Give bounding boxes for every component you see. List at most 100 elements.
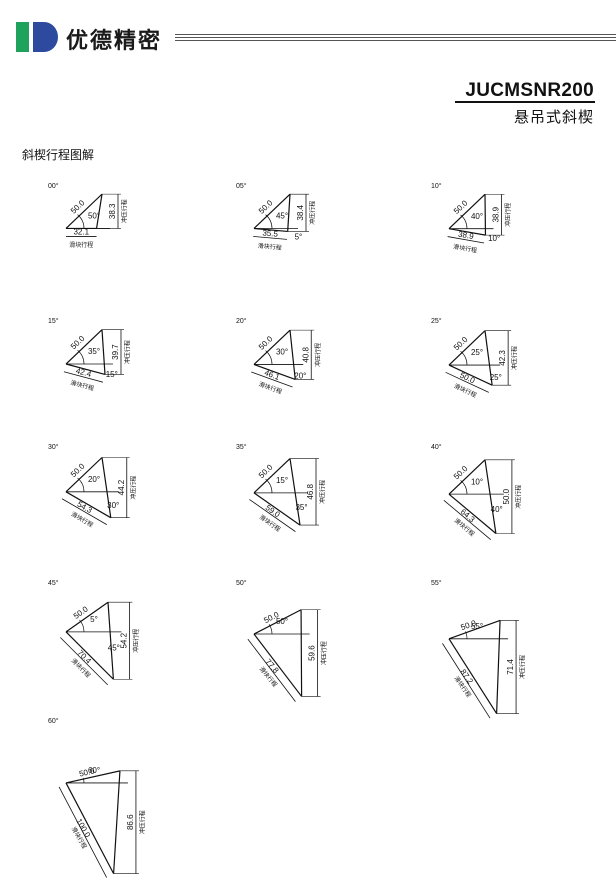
press-stroke-label: 冲压行程: [314, 343, 322, 367]
wedge-edge: [101, 329, 106, 375]
press-stroke-label: 冲压行程: [121, 199, 129, 223]
wedge-edge: [287, 194, 291, 232]
cam-angle-label: 45°: [276, 212, 288, 221]
wedge-edge: [253, 227, 288, 233]
incline-angle-label: 25°: [490, 373, 502, 382]
cam-angle-label: 30°: [276, 348, 288, 357]
press-stroke-label: 冲压行程: [519, 655, 527, 679]
wedge-edge: [289, 458, 301, 526]
press-stroke-label: 冲压行程: [309, 201, 317, 225]
wedge-edge: [65, 631, 114, 680]
press-stroke-value: 38.4: [296, 204, 305, 220]
top-edge-dimension: 50.0: [257, 198, 275, 216]
slide-dimension-line: [60, 637, 109, 686]
cam-angle-label: 50°: [88, 212, 100, 221]
wedge-edge: [65, 770, 121, 784]
press-stroke-value: 50.0: [502, 488, 511, 504]
wedge-edge: [253, 492, 301, 526]
slide-stroke-label: 滑块行程: [257, 242, 282, 252]
diagram-angle-title: 15°: [48, 318, 59, 325]
cam-angle-label: 10°: [471, 477, 483, 486]
press-stroke-label: 冲压行程: [514, 485, 522, 509]
angle-arc: [77, 349, 85, 365]
wedge-edge: [101, 457, 112, 518]
wedge-edge: [65, 329, 103, 365]
press-stroke-value: 86.6: [126, 814, 135, 830]
wedge-edge: [484, 330, 493, 386]
wedge-edge: [448, 493, 497, 534]
wedge-edge: [253, 609, 302, 635]
jd-logo-icon: [16, 22, 58, 52]
diagram-angle-title: 45°: [48, 580, 59, 587]
slide-stroke-label: 滑块行程: [453, 382, 478, 399]
top-edge-dimension: 50.0: [452, 335, 470, 353]
product-name: 悬吊式斜楔: [513, 108, 594, 126]
wedge-edge: [65, 457, 103, 493]
press-stroke-value: 54.2: [120, 632, 129, 648]
wedge-edge: [65, 491, 112, 519]
wedge-edge: [65, 601, 109, 633]
cam-angle-label: 55°: [471, 622, 483, 631]
wedge-edge: [253, 363, 296, 381]
slide-stroke-label: 滑块行程: [453, 242, 478, 254]
slide-dimension-line: [445, 371, 489, 393]
cam-angle-label: 5°: [90, 615, 98, 624]
top-edge-dimension: 50.0: [69, 461, 87, 479]
slide-dimension-line: [253, 236, 288, 240]
slide-dimension-line: [61, 498, 107, 525]
angle-arc: [265, 478, 273, 493]
slide-dimension-line: [447, 236, 485, 244]
press-stroke-value: 39.7: [111, 344, 120, 360]
wedge-edge: [253, 193, 291, 229]
slide-dimension-line: [249, 499, 296, 532]
slide-dimension-line: [58, 786, 108, 878]
slide-stroke-value: 35.5: [262, 228, 279, 238]
slide-stroke-value: 32.1: [73, 228, 89, 237]
incline-angle-label: 15°: [106, 370, 118, 379]
angle-arc: [265, 350, 273, 365]
diagram-angle-title: 05°: [236, 183, 247, 190]
slide-stroke-label: 滑块行程: [69, 241, 93, 249]
angle-arc: [460, 214, 468, 229]
wedge-edge: [496, 620, 501, 714]
cam-angle-label: 50°: [276, 617, 288, 626]
wedge-edge: [253, 458, 291, 494]
cam-angle-label: 15°: [276, 476, 288, 485]
angle-arc: [79, 619, 85, 632]
cam-angle-label: 40°: [471, 212, 483, 221]
slide-stroke-value: 38.9: [457, 230, 474, 242]
model-underline: [455, 101, 595, 103]
top-edge-dimension: 50.0: [78, 766, 96, 778]
slide-dimension-line: [442, 643, 491, 719]
slide-stroke-label: 滑块行程: [70, 379, 95, 393]
diagram-angle-title: 55°: [431, 580, 442, 587]
wedge-edge: [484, 459, 497, 534]
wedge-edge: [253, 633, 303, 697]
angle-arc: [77, 214, 85, 229]
press-stroke-label: 冲压行程: [132, 629, 140, 653]
wedge-edge: [65, 782, 115, 874]
wedge-edge: [448, 364, 493, 386]
wedge-edge: [448, 459, 486, 495]
press-stroke-value: 38.9: [492, 206, 501, 222]
press-stroke-label: 冲压行程: [139, 810, 147, 834]
slide-dimension-line: [247, 638, 296, 702]
diagram-angle-title: 20°: [236, 318, 247, 325]
press-stroke-value: 71.4: [506, 659, 515, 675]
press-stroke-value: 46.8: [306, 483, 315, 499]
top-edge-dimension: 50.0: [69, 334, 87, 352]
header-rule: [175, 34, 616, 44]
